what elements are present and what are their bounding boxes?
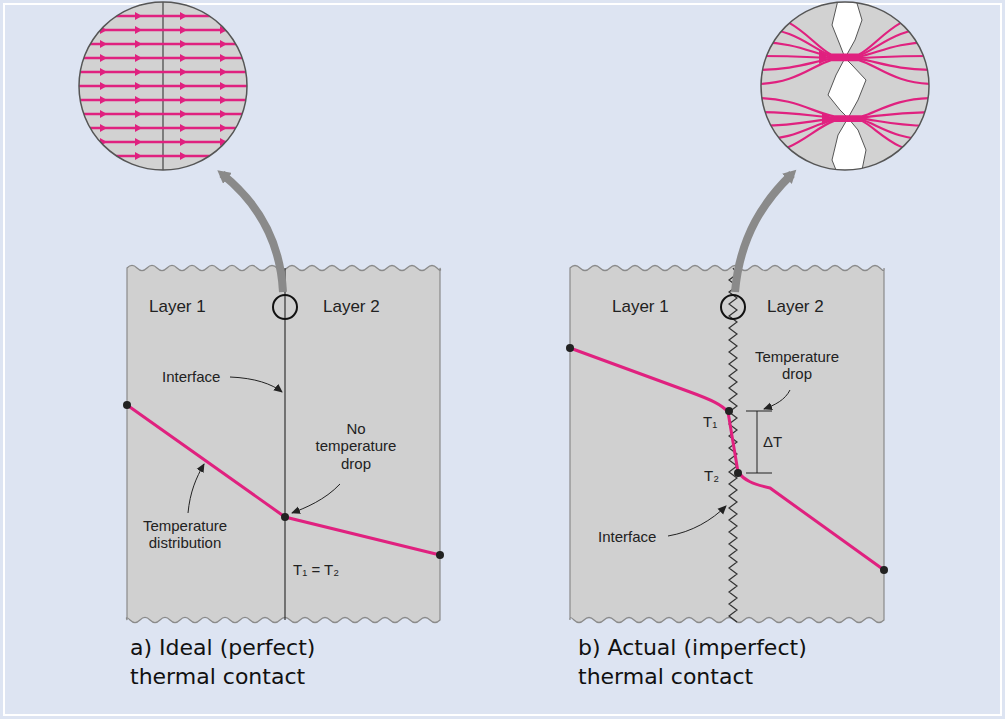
layer-label: Layer 1	[149, 297, 206, 317]
caption: a) Ideal (perfect) thermal contact	[130, 634, 405, 691]
interface-label: Interface	[598, 528, 668, 545]
curve-label: Temperature distribution	[130, 517, 240, 552]
interface-label: Interface	[162, 368, 232, 385]
temperature-label: T₁ = T₂	[293, 561, 373, 578]
layer-label: Layer 1	[612, 297, 669, 317]
layer-label: Layer 2	[323, 297, 380, 317]
note-label: No temperature drop	[308, 420, 404, 472]
temperature-label: T₂	[704, 467, 726, 484]
material-layer: Layer 2	[733, 268, 884, 620]
note-label: Temperature drop	[742, 348, 852, 383]
material-layer: Layer 1	[127, 268, 285, 620]
delta-label: ΔT	[763, 433, 793, 450]
layer-label: Layer 2	[767, 297, 824, 317]
caption: b) Actual (imperfect) thermal contact	[578, 634, 878, 691]
material-layer: Layer 1	[570, 268, 733, 620]
temperature-label: T₁	[703, 413, 725, 430]
